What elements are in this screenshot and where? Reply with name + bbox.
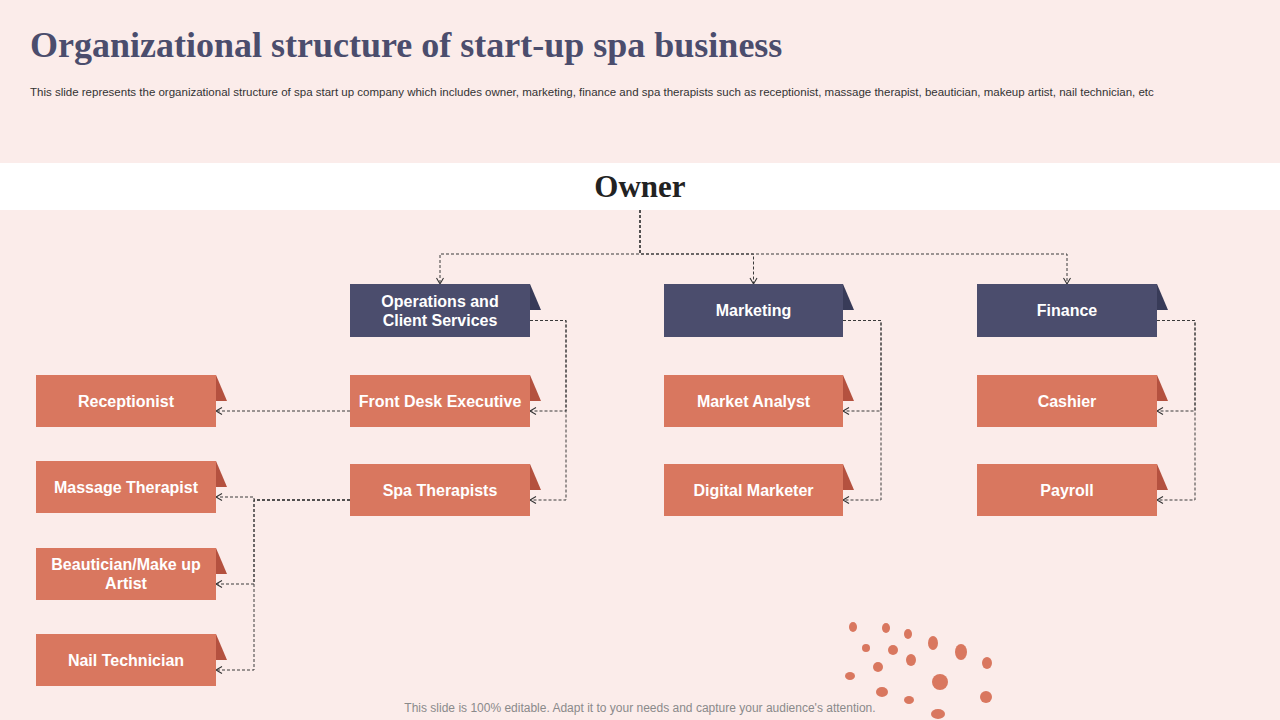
- role-box: Cashier: [977, 375, 1157, 427]
- connector: [216, 497, 350, 500]
- slide-title: Organizational structure of start-up spa…: [30, 24, 782, 66]
- role-box: Massage Therapist: [36, 461, 216, 513]
- node-text: Market Analyst: [689, 392, 818, 411]
- node-text: Beautician/Make up Artist: [36, 555, 216, 593]
- node-text: Front Desk Executive: [351, 392, 530, 411]
- slide-caption: This slide represents the organizational…: [30, 86, 1260, 98]
- role-box: Spa Therapists: [350, 464, 530, 516]
- connector: [640, 210, 754, 284]
- role-box: Beautician/Make up Artist: [36, 548, 216, 600]
- role-box: Market Analyst: [664, 375, 843, 427]
- owner-band: Owner: [0, 163, 1280, 210]
- connector: [640, 210, 1067, 284]
- role-box: Payroll: [977, 464, 1157, 516]
- role-box: Digital Marketer: [664, 464, 843, 516]
- connector: [440, 210, 640, 284]
- node-text: Receptionist: [70, 392, 182, 411]
- connector: [216, 500, 350, 584]
- node-text: Operations and Client Services: [350, 292, 530, 330]
- node-text: Cashier: [1030, 392, 1105, 411]
- node-text: Massage Therapist: [46, 478, 206, 497]
- role-box: Nail Technician: [36, 634, 216, 686]
- role-box: Receptionist: [36, 375, 216, 427]
- node-text: Digital Marketer: [685, 481, 821, 500]
- department-box: Operations and Client Services: [350, 284, 530, 337]
- role-box: Front Desk Executive: [350, 375, 530, 427]
- department-box: Finance: [977, 284, 1157, 337]
- node-text: Owner: [594, 169, 685, 205]
- node-text: Spa Therapists: [375, 481, 506, 500]
- department-box: Marketing: [664, 284, 843, 337]
- node-text: Finance: [1029, 301, 1105, 320]
- connector: [216, 411, 350, 412]
- connector: [216, 500, 350, 670]
- footer-note: This slide is 100% editable. Adapt it to…: [0, 701, 1280, 715]
- node-text: Marketing: [708, 301, 800, 320]
- node-text: Payroll: [1032, 481, 1101, 500]
- node-text: Nail Technician: [60, 651, 192, 670]
